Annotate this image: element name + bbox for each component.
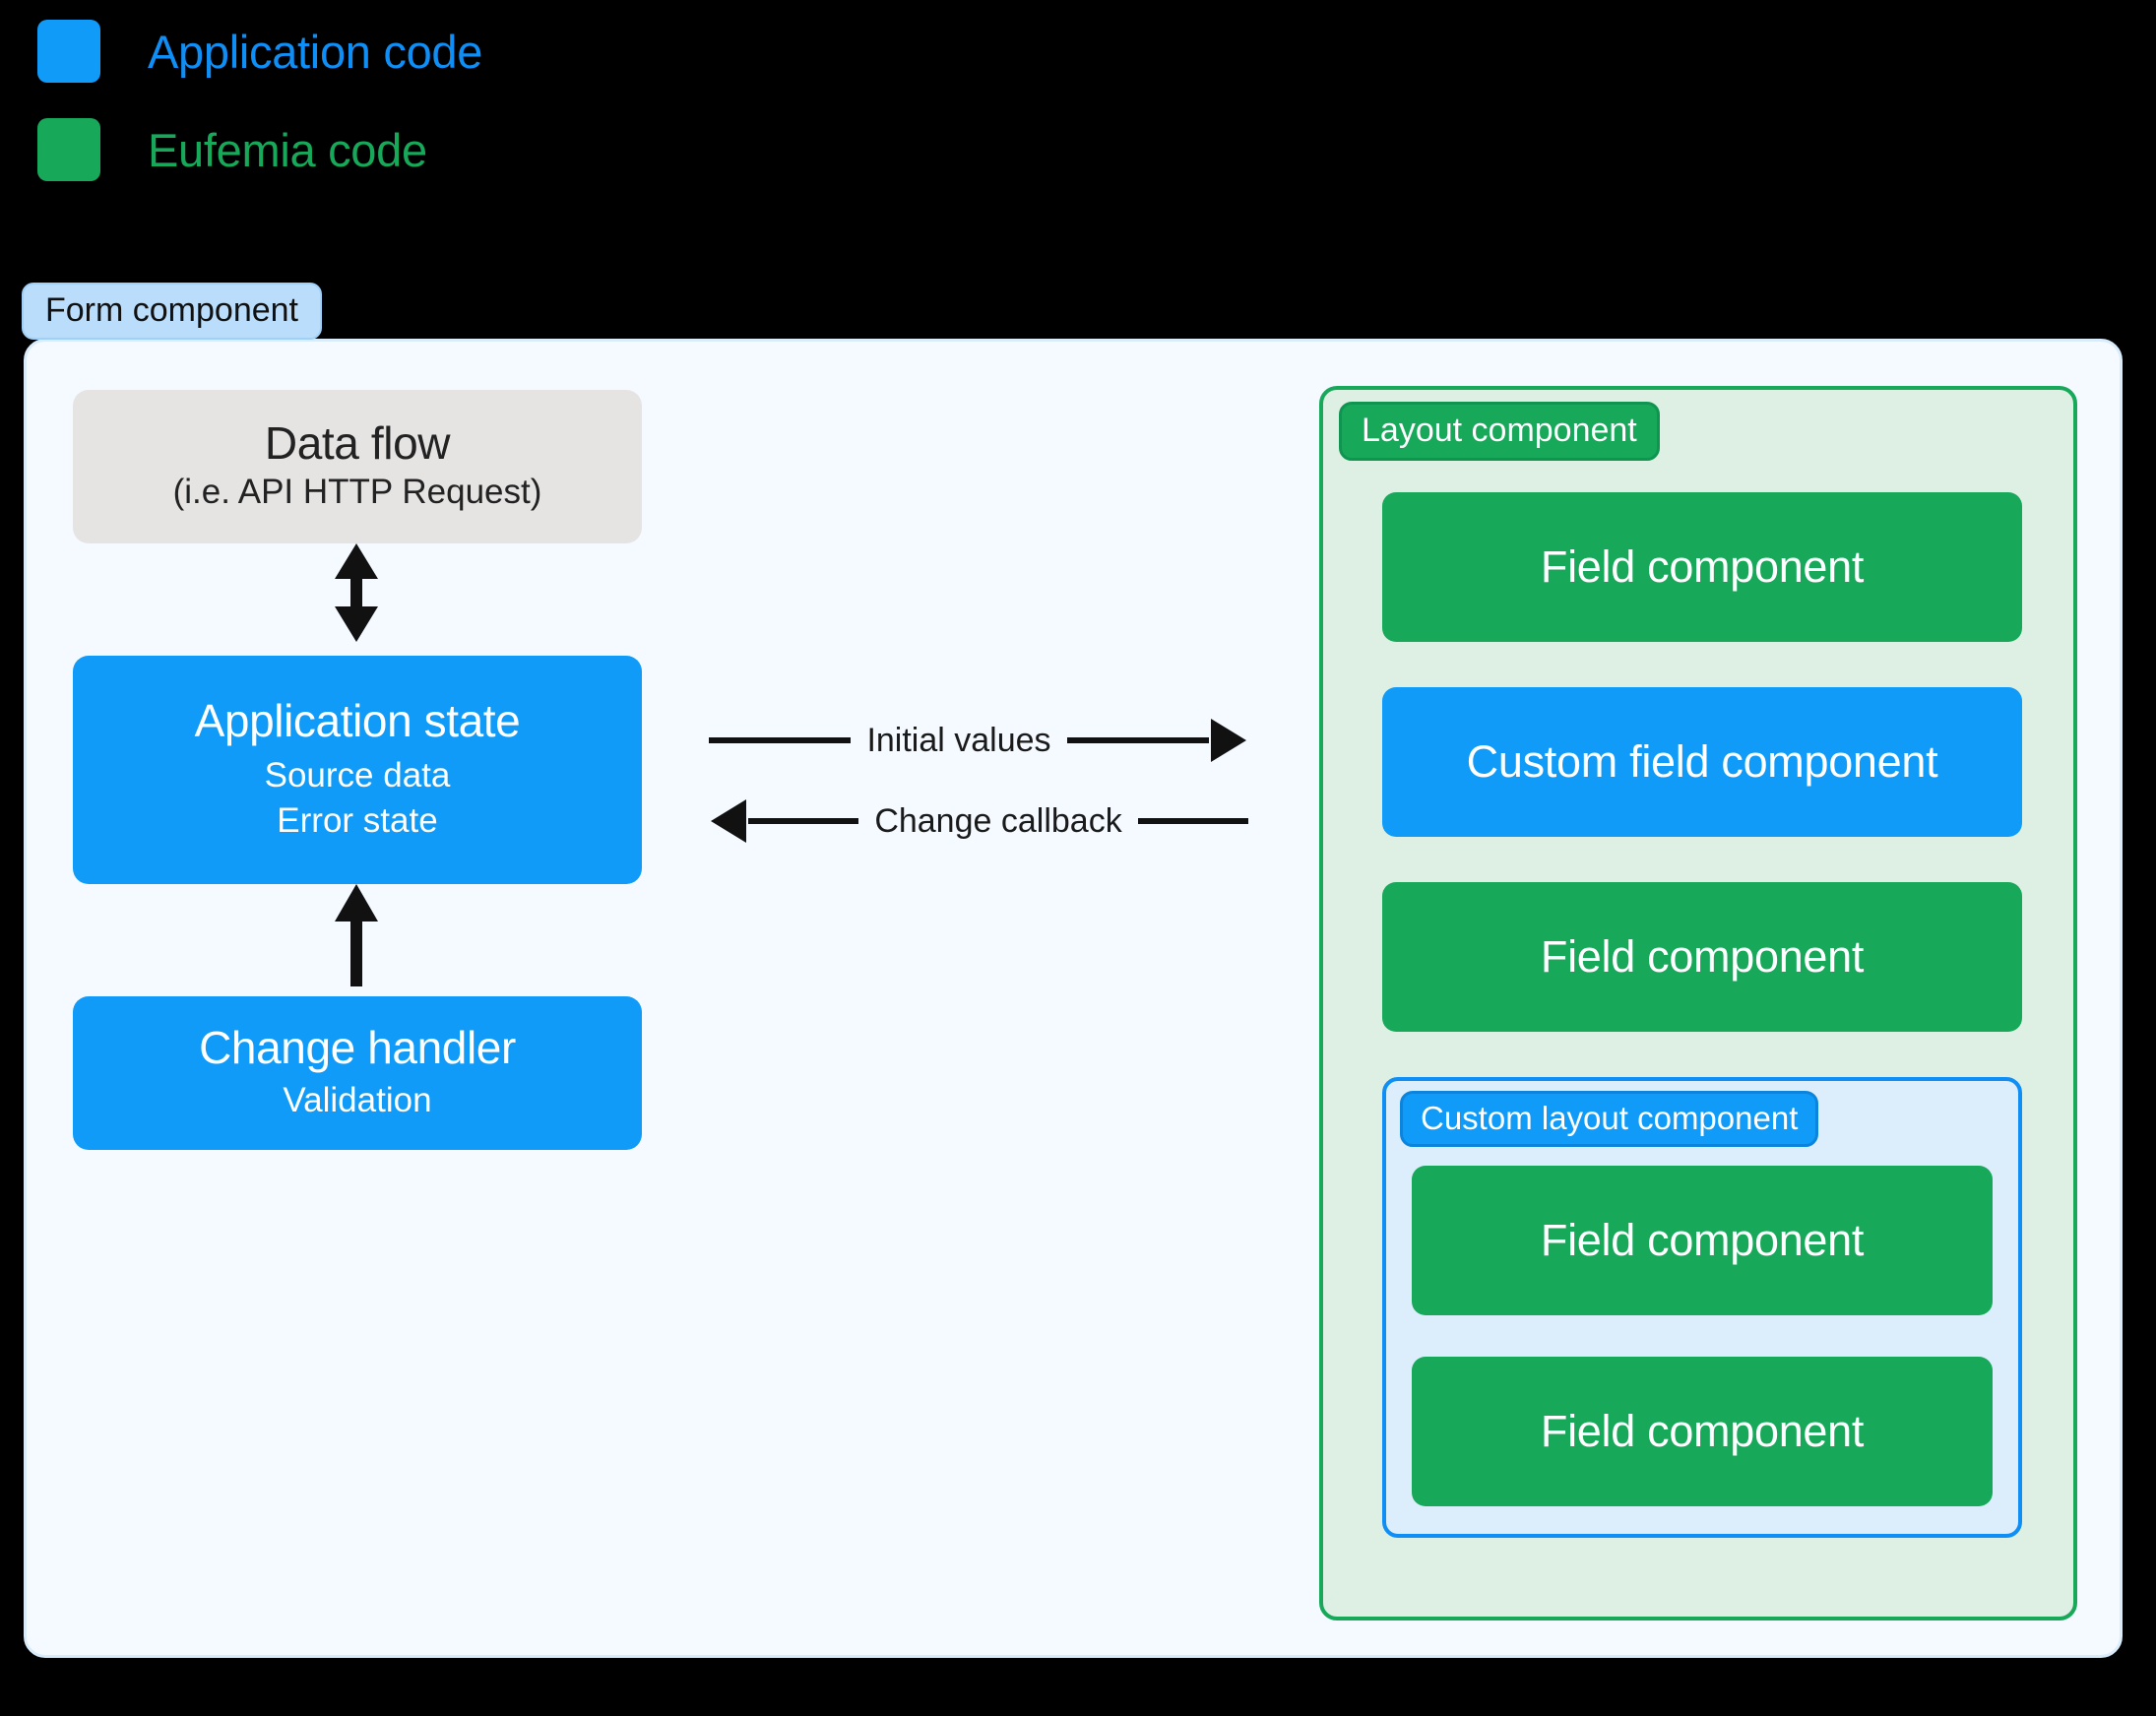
- field-component-4: Field component: [1412, 1357, 1993, 1506]
- change-handler-title: Change handler: [199, 1022, 516, 1074]
- custom-layout-component-container: Custom layout component Field component …: [1382, 1077, 2022, 1538]
- application-state-source-data: Source data: [264, 755, 451, 794]
- legend-label-application-code: Application code: [148, 25, 483, 78]
- node-data-flow: Data flow (i.e. API HTTP Request): [73, 390, 642, 543]
- field-component-2: Field component: [1382, 882, 2022, 1032]
- connector-line-left: [709, 737, 852, 743]
- data-flow-title: Data flow: [264, 417, 451, 470]
- application-state-error-state: Error state: [277, 800, 438, 840]
- legend-label-eufemia-code: Eufemia code: [148, 123, 427, 176]
- legend-swatch-eufemia-code: [37, 118, 100, 181]
- custom-layout-component-tag: Custom layout component: [1400, 1091, 1819, 1147]
- field-component-1: Field component: [1382, 492, 2022, 642]
- arrow-right-icon: [1211, 719, 1247, 762]
- layout-component-container: Layout component Field component Custom …: [1319, 386, 2077, 1621]
- connector-change-callback: Change callback: [709, 795, 1249, 847]
- layout-component-tag: Layout component: [1339, 402, 1660, 461]
- node-application-state: Application state Source data Error stat…: [73, 656, 642, 884]
- data-flow-subtitle: (i.e. API HTTP Request): [172, 472, 542, 511]
- connector-label-initial-values: Initial values: [866, 722, 1051, 759]
- connector-line-right: [1137, 818, 1249, 824]
- legend-item-application-code: Application code: [37, 20, 482, 83]
- legend-swatch-application-code: [37, 20, 100, 83]
- center-connectors: Initial values Change callback: [709, 715, 1249, 847]
- connector-initial-values: Initial values: [709, 715, 1248, 766]
- connector-line-right: [1066, 737, 1210, 743]
- connector-label-change-callback: Change callback: [874, 802, 1122, 840]
- left-column: Data flow (i.e. API HTTP Request) Applic…: [73, 390, 642, 1150]
- application-state-title: Application state: [194, 695, 521, 747]
- connector-line-left: [748, 818, 859, 824]
- custom-layout-component-children: Field component Field component: [1412, 1166, 1993, 1506]
- legend-item-eufemia-code: Eufemia code: [37, 118, 482, 181]
- node-change-handler: Change handler Validation: [73, 996, 642, 1150]
- form-component-tag: Form component: [22, 283, 322, 340]
- field-component-3: Field component: [1412, 1166, 1993, 1315]
- arrow-left-icon: [711, 799, 746, 843]
- change-handler-validation: Validation: [283, 1080, 432, 1119]
- arrow-up-icon: [335, 884, 378, 986]
- legend: Application code Eufemia code: [37, 20, 482, 181]
- double-arrow-up-down-icon: [335, 543, 378, 642]
- layout-component-children: Field component Custom field component F…: [1382, 492, 2022, 1538]
- custom-field-component: Custom field component: [1382, 687, 2022, 837]
